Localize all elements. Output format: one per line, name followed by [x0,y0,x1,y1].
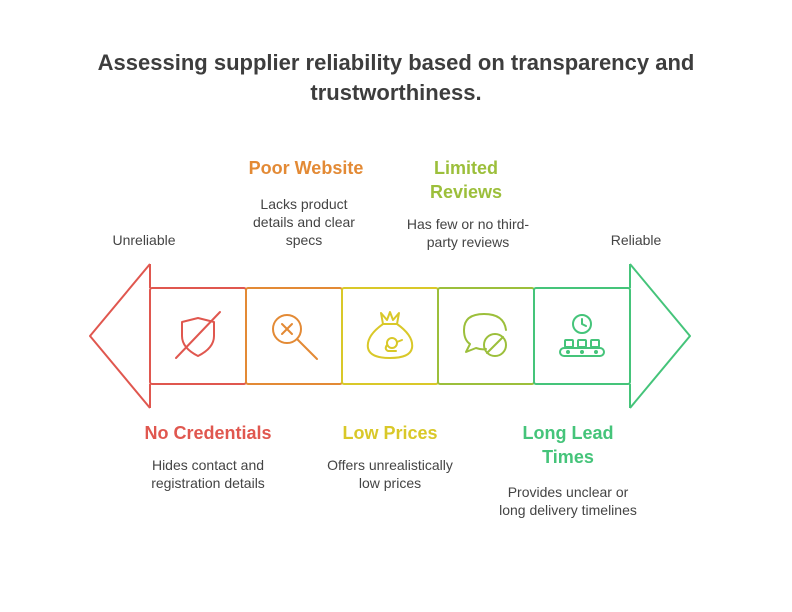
left-arrow-head [89,263,151,409]
item-heading-low-prices: Low Prices [342,423,438,443]
chat-blocked-icon [463,313,507,357]
item-heading-long-lead-times: Long Lead Times [522,423,614,467]
scale-left-label: Unreliable [112,232,176,248]
segment-poor-website [245,287,343,385]
segment-long-lead-times [533,287,631,385]
segment-low-prices [341,287,439,385]
item-desc-limited-reviews: Has few or no third-party reviews [406,216,530,250]
item-heading-poor-website: Poor Website [248,158,364,178]
right-arrow-head [629,263,691,409]
diagram-title: Assessing supplier reliability based on … [97,50,695,105]
money-bag-bird-icon [366,311,414,359]
item-heading-no-credentials: No Credentials [144,423,272,443]
item-heading-limited-reviews: Limited Reviews [429,158,503,202]
item-desc-poor-website: Lacks product details and clear specs [253,196,355,248]
magnifier-x-icon [272,314,318,360]
item-desc-long-lead-times: Provides unclear or long delivery timeli… [499,484,637,518]
item-desc-no-credentials: Hides contact and registration details [151,457,265,491]
segment-limited-reviews [437,287,535,385]
clock-conveyor-icon [559,314,605,357]
shield-slash-icon [175,311,221,359]
item-desc-low-prices: Offers unrealistically low prices [327,457,453,491]
scale-right-label: Reliable [610,232,662,248]
